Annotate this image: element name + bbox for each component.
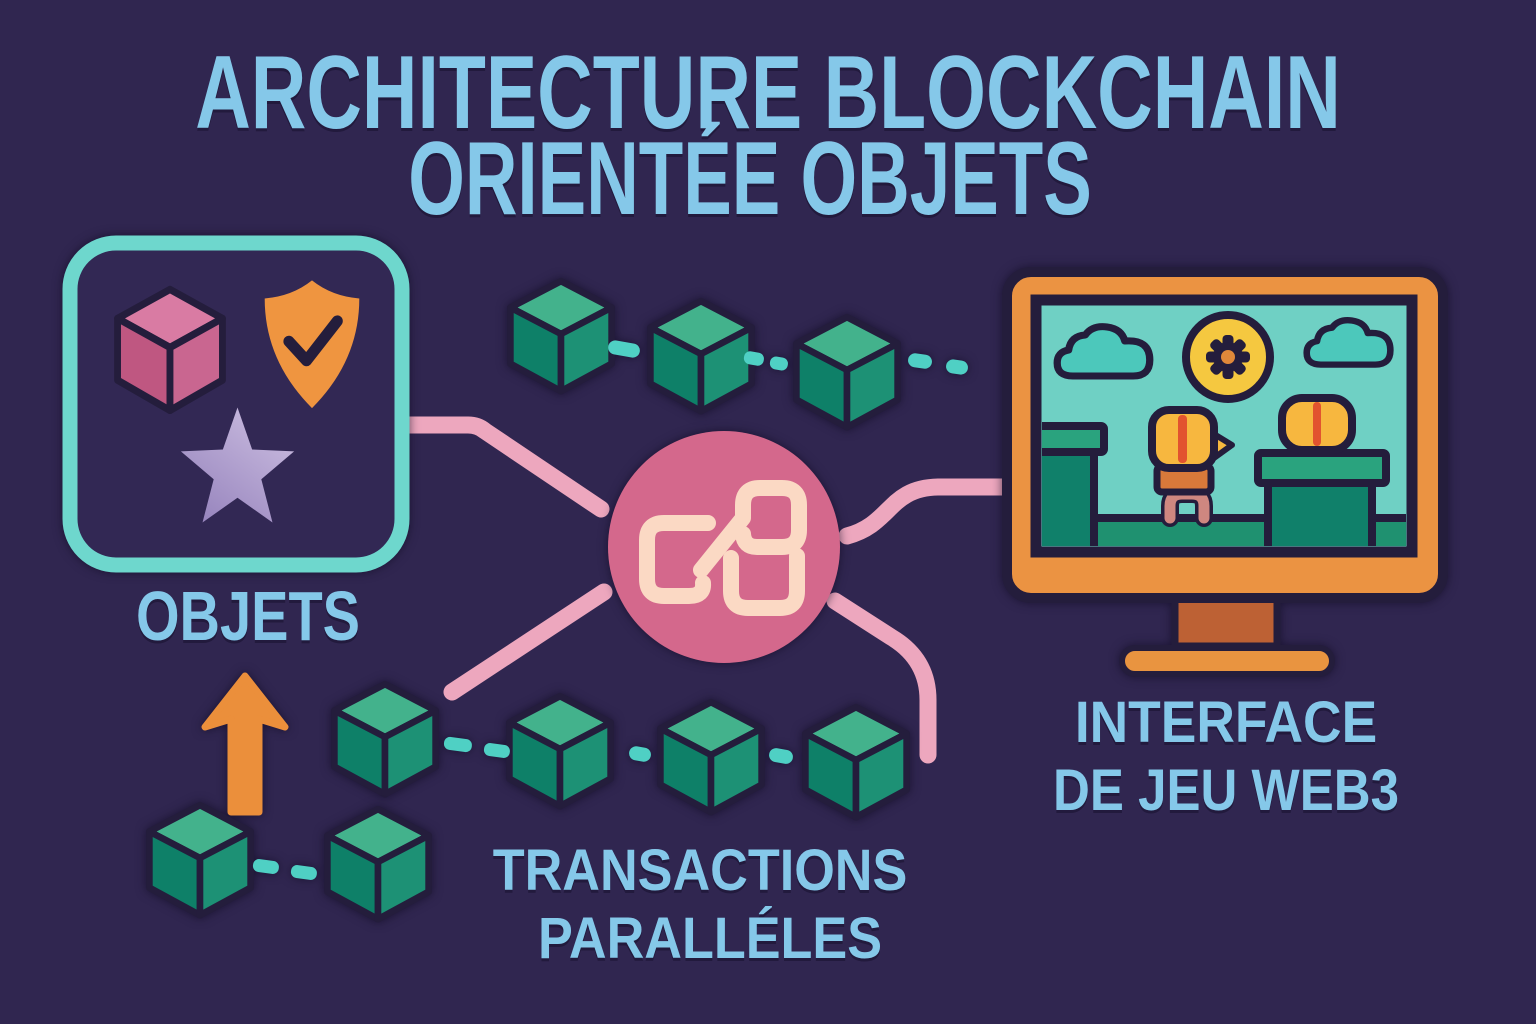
gear-sun-icon [1182, 311, 1274, 403]
chain-dash [290, 865, 317, 880]
chain-dash [769, 356, 788, 371]
block-cube [510, 281, 611, 391]
chain-dash [629, 746, 651, 762]
base-chain [149, 672, 428, 919]
objects-panel-frame [62, 235, 410, 573]
blockchain-top-chain [510, 281, 968, 427]
chain-dash [769, 748, 793, 764]
link-hub [608, 431, 840, 663]
transactions-label-line-1: TRANSACTIONS [493, 837, 908, 902]
block-cube [509, 696, 610, 806]
chain-link-icon [639, 480, 807, 616]
connector-hub-transactions [443, 583, 613, 701]
block-cube [650, 301, 751, 411]
block-cube [327, 809, 428, 919]
parallel-transactions-chain [334, 684, 906, 817]
connector-transactions-hub [826, 592, 937, 764]
objects-label: OBJETS [136, 578, 360, 655]
interface-label-line-2: DE JEU WEB3 [1053, 758, 1399, 823]
game-platforms [1042, 422, 1406, 546]
chain-dash [743, 351, 764, 366]
block-cube [149, 805, 250, 915]
objects-panel [62, 235, 410, 573]
transactions-label-line-2: PARALLÉLES [538, 905, 882, 970]
chain-dash [908, 353, 932, 369]
interface-label-line-1: INTERFACE [1075, 690, 1377, 755]
chain-dash [443, 736, 472, 753]
monitor-stand-base [1119, 645, 1335, 677]
connector-hub-monitor [838, 478, 1013, 545]
chain-dash [608, 340, 640, 358]
collectible-icon [1278, 394, 1356, 454]
game-character-icon [1148, 406, 1235, 527]
star-icon [180, 407, 295, 523]
connector-objects-hub [394, 416, 610, 518]
chain-dash [252, 859, 279, 874]
chain-dash [483, 743, 510, 758]
title: ARCHITECTURE BLOCKCHAIN ORIENTÉE OBJETS [195, 35, 1341, 237]
chain-dash [946, 359, 968, 375]
cube-icon [118, 289, 223, 410]
title-line-2: ORIENTÉE OBJETS [408, 121, 1092, 237]
shield-check-icon [264, 280, 360, 409]
block-cube [660, 702, 761, 812]
title-line-1: ARCHITECTURE BLOCKCHAIN [195, 35, 1341, 151]
block-cube [334, 684, 435, 794]
up-arrow-icon [201, 672, 289, 816]
block-cube [796, 317, 897, 427]
block-cube [805, 707, 906, 817]
game-monitor [1002, 267, 1448, 677]
connector-lines [394, 416, 1013, 764]
